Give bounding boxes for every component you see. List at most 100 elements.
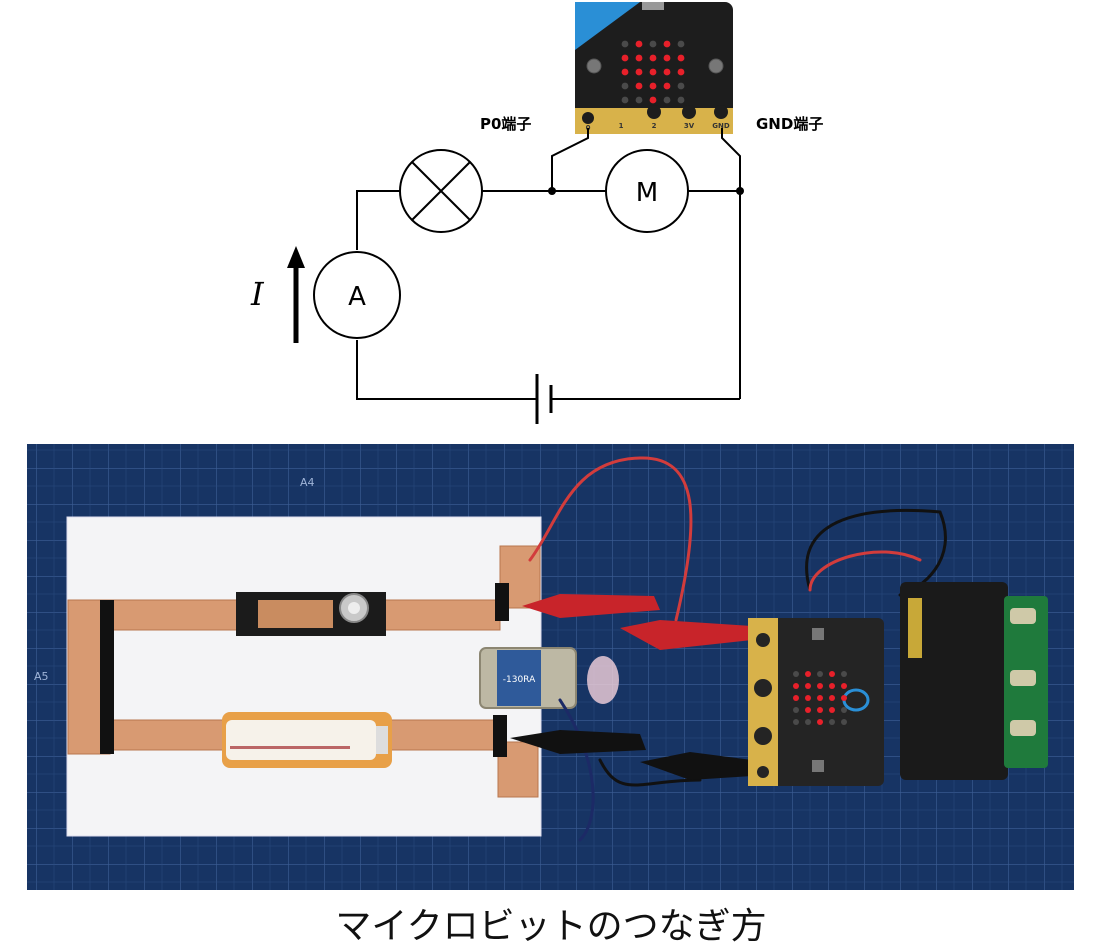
board-led (621, 40, 629, 48)
motor-label: M (636, 178, 658, 208)
photo-board-led (841, 695, 847, 701)
board-led (635, 40, 643, 48)
wire-gnd (721, 128, 741, 191)
pin-2-label: 2 (652, 122, 657, 130)
photo-board-led (817, 719, 823, 725)
board-led (621, 68, 629, 76)
mat-mark-a5: A5 (34, 670, 49, 683)
propeller (587, 656, 619, 704)
battery-symbol (535, 374, 553, 424)
motor-photo: -130RA (479, 647, 619, 709)
ammeter-label: A (348, 282, 366, 312)
photo-board-led (793, 671, 799, 677)
board-led (635, 96, 643, 104)
photo-board-led (805, 695, 811, 701)
bulb-holder (236, 592, 386, 636)
pin-gnd-label: GND (712, 122, 730, 130)
board-led (649, 96, 657, 104)
pin-1-label: 1 (619, 122, 624, 130)
photo-board-led (817, 695, 823, 701)
board-led (677, 96, 685, 104)
aa-battery (222, 712, 392, 768)
pin-1: 1 (619, 122, 624, 130)
board-led (663, 40, 671, 48)
current-arrow (287, 246, 305, 343)
board-led (677, 54, 685, 62)
board-led (663, 54, 671, 62)
board-led (635, 54, 643, 62)
board-led (663, 96, 671, 104)
button-b (708, 58, 724, 74)
photo-board-led (793, 719, 799, 725)
pin-gnd: GND (712, 105, 730, 130)
photo-board-led (829, 719, 835, 725)
circuit-schematic: 0 1 2 3V GND P0端子 GND端子 (250, 2, 823, 424)
photo-board-led (817, 707, 823, 713)
photo-board-led (817, 683, 823, 689)
mat-mark-a4: A4 (300, 476, 315, 489)
motor-symbol: M (605, 149, 689, 233)
current-label: I (250, 275, 265, 313)
button-a (586, 58, 602, 74)
led-matrix (621, 40, 685, 104)
board-led (621, 82, 629, 90)
junction-left (548, 187, 556, 195)
ammeter-symbol: A (313, 251, 401, 339)
board-led (663, 82, 671, 90)
motor-print: -130RA (503, 675, 536, 685)
lamp-symbol (399, 149, 483, 233)
black-tape-left (100, 600, 114, 754)
board-led (677, 82, 685, 90)
microbit-board: 0 1 2 3V GND (575, 2, 733, 134)
photo-board-led (829, 695, 835, 701)
usb-connector (642, 2, 664, 10)
p0-terminal-label: P0端子 (480, 115, 531, 133)
photo-board-led (805, 707, 811, 713)
microbit-photo (748, 618, 884, 786)
battery-box (900, 582, 1048, 780)
board-led (649, 68, 657, 76)
black-tape-bottom (493, 715, 507, 757)
photo-board-led (841, 671, 847, 677)
board-led (663, 68, 671, 76)
board-led (621, 54, 629, 62)
photo-board-led (841, 707, 847, 713)
board-led (649, 82, 657, 90)
wire-ammeter-lamp (356, 190, 400, 250)
photo-led-matrix (793, 671, 847, 725)
pin-3v: 3V (682, 105, 696, 130)
photo-board-led (793, 695, 799, 701)
wire-bottom-left (356, 340, 536, 400)
black-tape-top (495, 583, 509, 621)
board-led (649, 54, 657, 62)
pin-2: 2 (647, 105, 661, 130)
board-led (635, 68, 643, 76)
board-blue-corner (575, 2, 640, 50)
board-led (649, 40, 657, 48)
photo-board-led (841, 719, 847, 725)
photo-board-led (841, 683, 847, 689)
photo-board-led (793, 683, 799, 689)
photo-board-led (817, 671, 823, 677)
junction-right (736, 187, 744, 195)
photo-board-led (805, 719, 811, 725)
caption: マイクロビットのつなぎ方 (335, 906, 766, 946)
photo-board-led (805, 683, 811, 689)
alligator-clips (510, 594, 752, 780)
board-led (621, 96, 629, 104)
circuit-photo: A4 A5 (27, 444, 1074, 890)
pin-3v-label: 3V (684, 122, 695, 130)
photo-board-led (829, 683, 835, 689)
wire-p0 (551, 128, 589, 191)
board-led (677, 68, 685, 76)
photo-board-led (829, 671, 835, 677)
schematic-wires (356, 128, 741, 400)
board-led (635, 82, 643, 90)
photo-board-led (793, 707, 799, 713)
photo-board-led (805, 671, 811, 677)
photo-wires (528, 456, 947, 842)
board-led (677, 40, 685, 48)
photo-board-led (829, 707, 835, 713)
white-board (66, 516, 542, 837)
